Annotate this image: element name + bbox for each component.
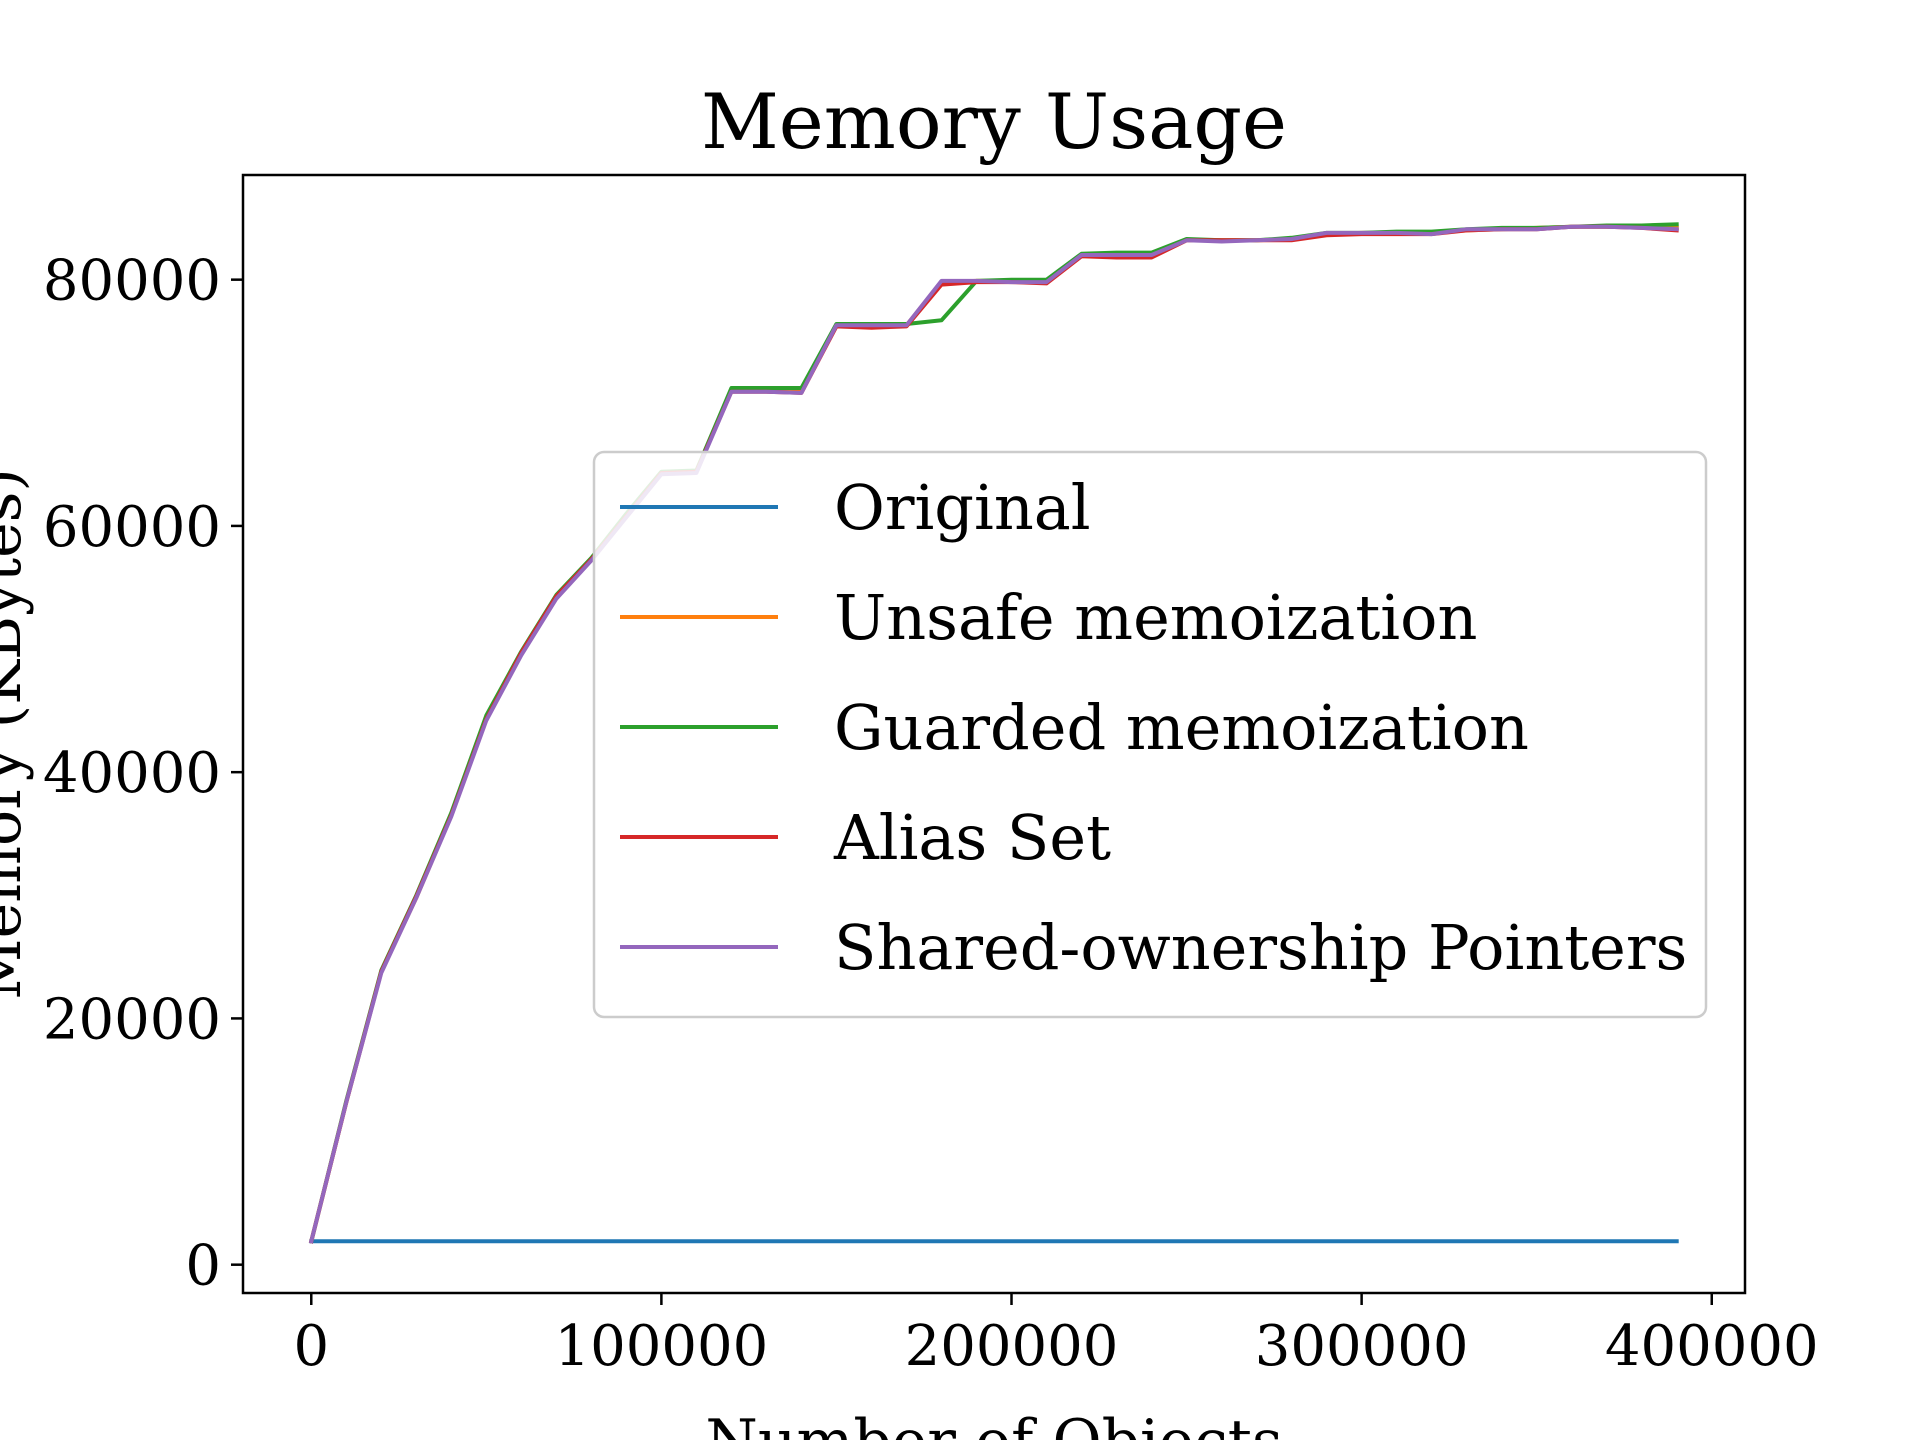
y-tick-label-2: 40000 bbox=[43, 741, 221, 806]
x-axis-ticks: 0 100000 200000 300000 400000 bbox=[293, 1293, 1819, 1379]
x-tick-label-3: 300000 bbox=[1255, 1314, 1469, 1379]
legend-label-3: Alias Set bbox=[833, 801, 1111, 874]
y-axis-ticks: 0 20000 40000 60000 80000 bbox=[43, 249, 243, 1299]
y-axis-label: Memory (KBytes) bbox=[0, 468, 35, 1000]
x-tick-label-1: 100000 bbox=[554, 1314, 768, 1379]
x-tick-label-4: 400000 bbox=[1605, 1314, 1819, 1379]
chart-title: Memory Usage bbox=[701, 77, 1287, 166]
x-tick-label-2: 200000 bbox=[905, 1314, 1119, 1379]
legend-label-2: Guarded memoization bbox=[834, 691, 1529, 764]
plot-frame bbox=[241, 173, 1747, 1295]
x-tick-label-0: 0 bbox=[293, 1314, 329, 1379]
series-line-4 bbox=[308, 224, 1679, 1244]
x-axis-label: Number of Objects bbox=[705, 1407, 1282, 1440]
y-tick-label-1: 20000 bbox=[43, 987, 221, 1052]
legend-box bbox=[592, 450, 1708, 1019]
legend-label-0: Original bbox=[834, 471, 1091, 544]
y-tick-label-4: 80000 bbox=[43, 249, 221, 314]
legend-label-1: Unsafe memoization bbox=[834, 581, 1477, 654]
y-tick-label-3: 60000 bbox=[43, 495, 221, 560]
series-layer bbox=[308, 222, 1679, 1244]
legend-label-4: Shared-ownership Pointers bbox=[834, 911, 1687, 984]
y-tick-label-0: 0 bbox=[185, 1234, 221, 1299]
